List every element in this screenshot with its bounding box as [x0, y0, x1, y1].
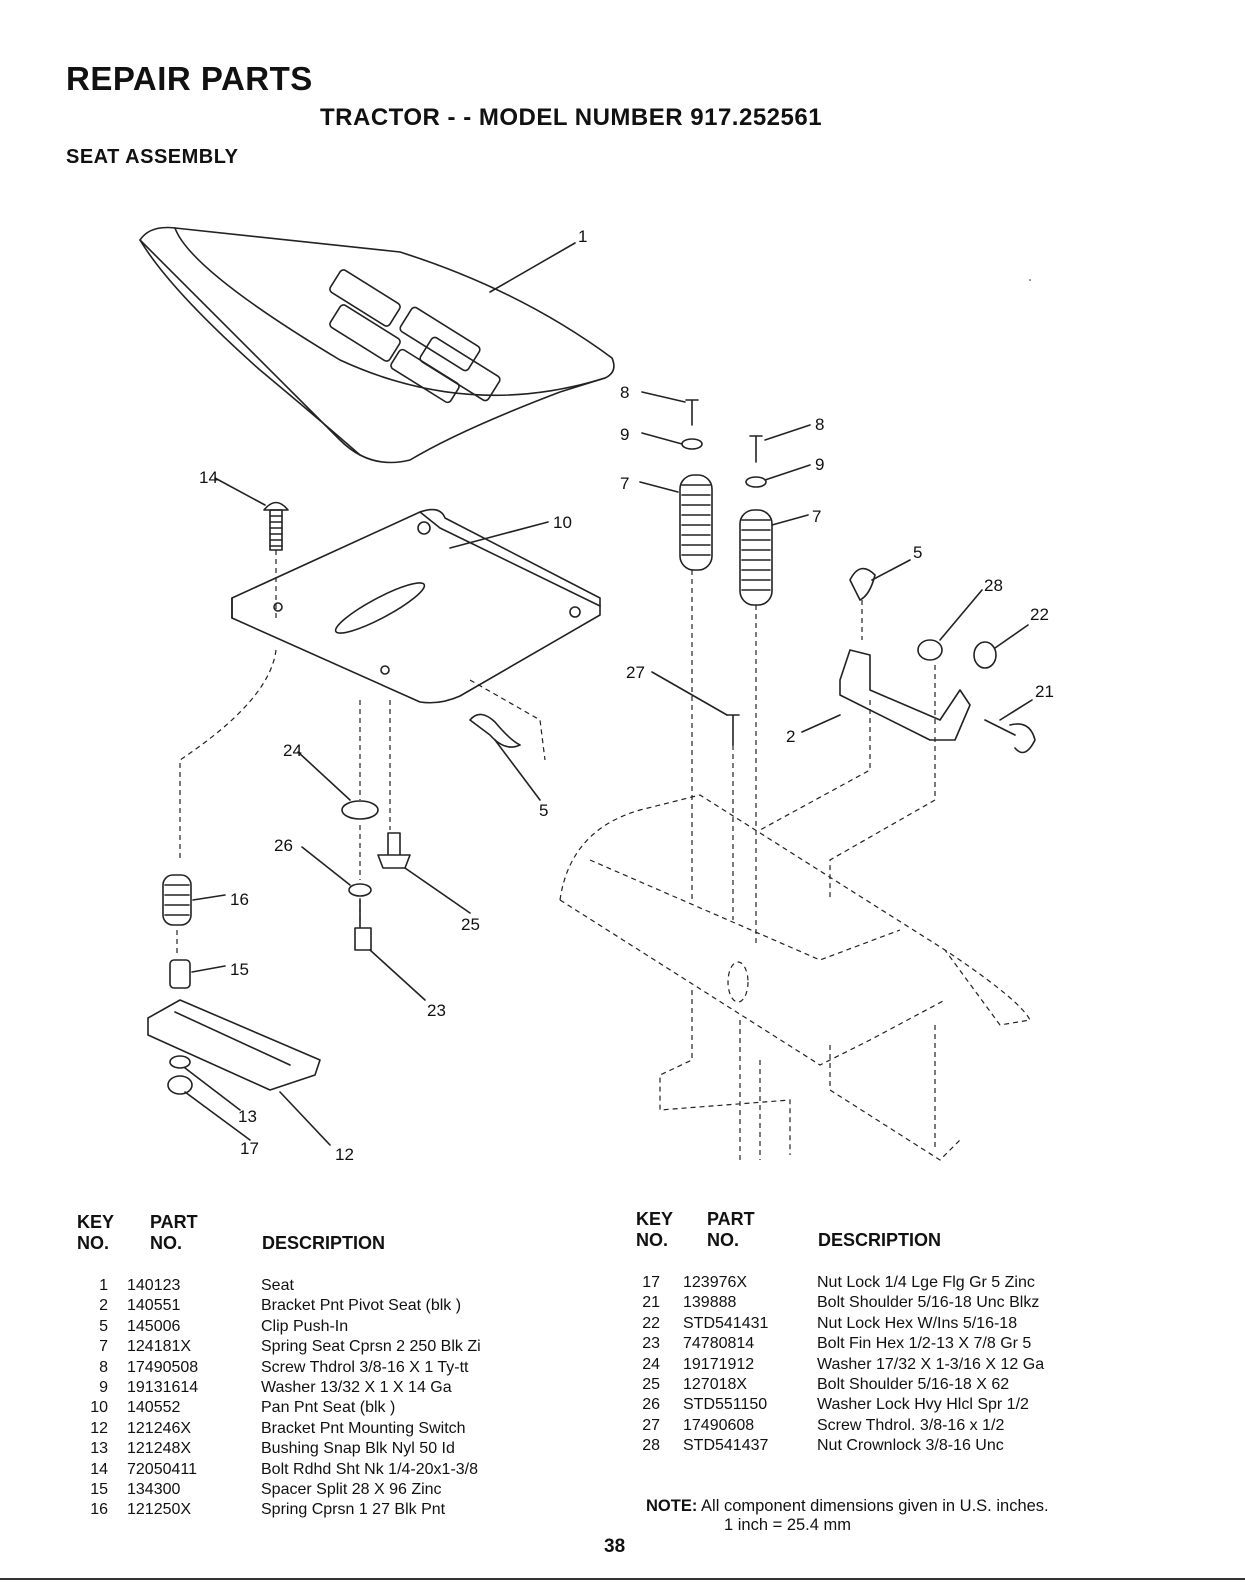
washer-part-24: [341, 800, 379, 820]
screw-part-27: [726, 714, 740, 746]
clip-part-5-lower: [469, 713, 521, 748]
callout-13: 13: [238, 1107, 257, 1126]
nut-part-17: [167, 1075, 193, 1095]
callout-8-right: 8: [815, 415, 824, 434]
note-conversion: 1 inch = 25.4 mm: [724, 1516, 852, 1534]
callout-2: 2: [786, 727, 795, 746]
screw-part-8-right: [749, 435, 763, 463]
bolt-part-14: [263, 501, 289, 551]
callout-24: 24: [283, 741, 302, 760]
bracket-part-12: [147, 999, 321, 1091]
callout-10: 10: [553, 513, 572, 532]
note-label: NOTE:: [646, 1497, 698, 1515]
exploded-parts-diagram: 1 14 10 8 9 7 8 9 7 5 28 22 21 27 2 24 5…: [139, 226, 1054, 1164]
callout-17: 17: [240, 1139, 259, 1158]
bottom-rule: [0, 1578, 1245, 1580]
bolt-part-25: [377, 832, 411, 869]
bracket-part-2: [839, 649, 971, 741]
spring-part-7-left: [679, 474, 713, 571]
spacer-part-15: [169, 959, 191, 989]
left-part-header: PART NO.: [150, 1212, 198, 1253]
callout-23: 23: [427, 1001, 446, 1020]
bolt-part-21: [984, 719, 1036, 754]
callout-15: 15: [230, 960, 249, 979]
clip-part-5: [849, 567, 876, 601]
callout-7-left: 7: [620, 474, 629, 493]
washer-part-26: [348, 883, 372, 897]
dimension-note: NOTE: All component dimensions given in …: [646, 1496, 1049, 1516]
washer-part-9-left: [681, 438, 703, 450]
screw-part-8-left: [685, 399, 699, 426]
callout-7-right: 7: [812, 507, 821, 526]
left-key-header: KEY NO.: [77, 1212, 115, 1253]
section-title: SEAT ASSEMBLY: [66, 146, 239, 168]
callout-1: 1: [578, 227, 587, 246]
callout-27: 27: [626, 663, 645, 682]
callout-12: 12: [335, 1145, 354, 1164]
callout-25: 25: [461, 915, 480, 934]
callout-22: 22: [1030, 605, 1049, 624]
spring-part-7-right: [739, 509, 773, 606]
callout-labels: 1 14 10 8 9 7 8 9 7 5 28 22 21 27 2 24 5…: [199, 227, 1054, 1164]
right-key-header: KEY NO.: [636, 1209, 674, 1250]
seat-pan-part: [231, 508, 601, 704]
callout-14: 14: [199, 468, 218, 487]
nut-part-28: [917, 639, 943, 661]
right-description-header: DESCRIPTION: [818, 1230, 942, 1250]
callout-26: 26: [274, 836, 293, 855]
nut-part-22: [973, 641, 997, 669]
callout-16: 16: [230, 890, 249, 909]
bolt-part-23: [354, 899, 372, 951]
callout-9-right: 9: [815, 455, 824, 474]
bushing-part-13: [169, 1055, 191, 1069]
model-subtitle: TRACTOR - - MODEL NUMBER 917.252561: [320, 104, 823, 131]
seat-part: [139, 226, 615, 464]
spring-part-16: [162, 874, 192, 926]
page-number: 38: [604, 1536, 626, 1557]
callout-9-left: 9: [620, 425, 629, 444]
note-text: All component dimensions given in U.S. i…: [701, 1497, 1049, 1515]
right-part-header: PART NO.: [707, 1209, 755, 1250]
washer-part-9-right: [745, 476, 767, 488]
left-description-header: DESCRIPTION: [262, 1233, 386, 1253]
page-title: REPAIR PARTS: [66, 60, 313, 97]
callout-28: 28: [984, 576, 1003, 595]
callout-8-left: 8: [620, 383, 629, 402]
callout-5-lower: 5: [539, 801, 548, 820]
callout-5-upper: 5: [913, 543, 922, 562]
callout-21: 21: [1035, 682, 1054, 701]
